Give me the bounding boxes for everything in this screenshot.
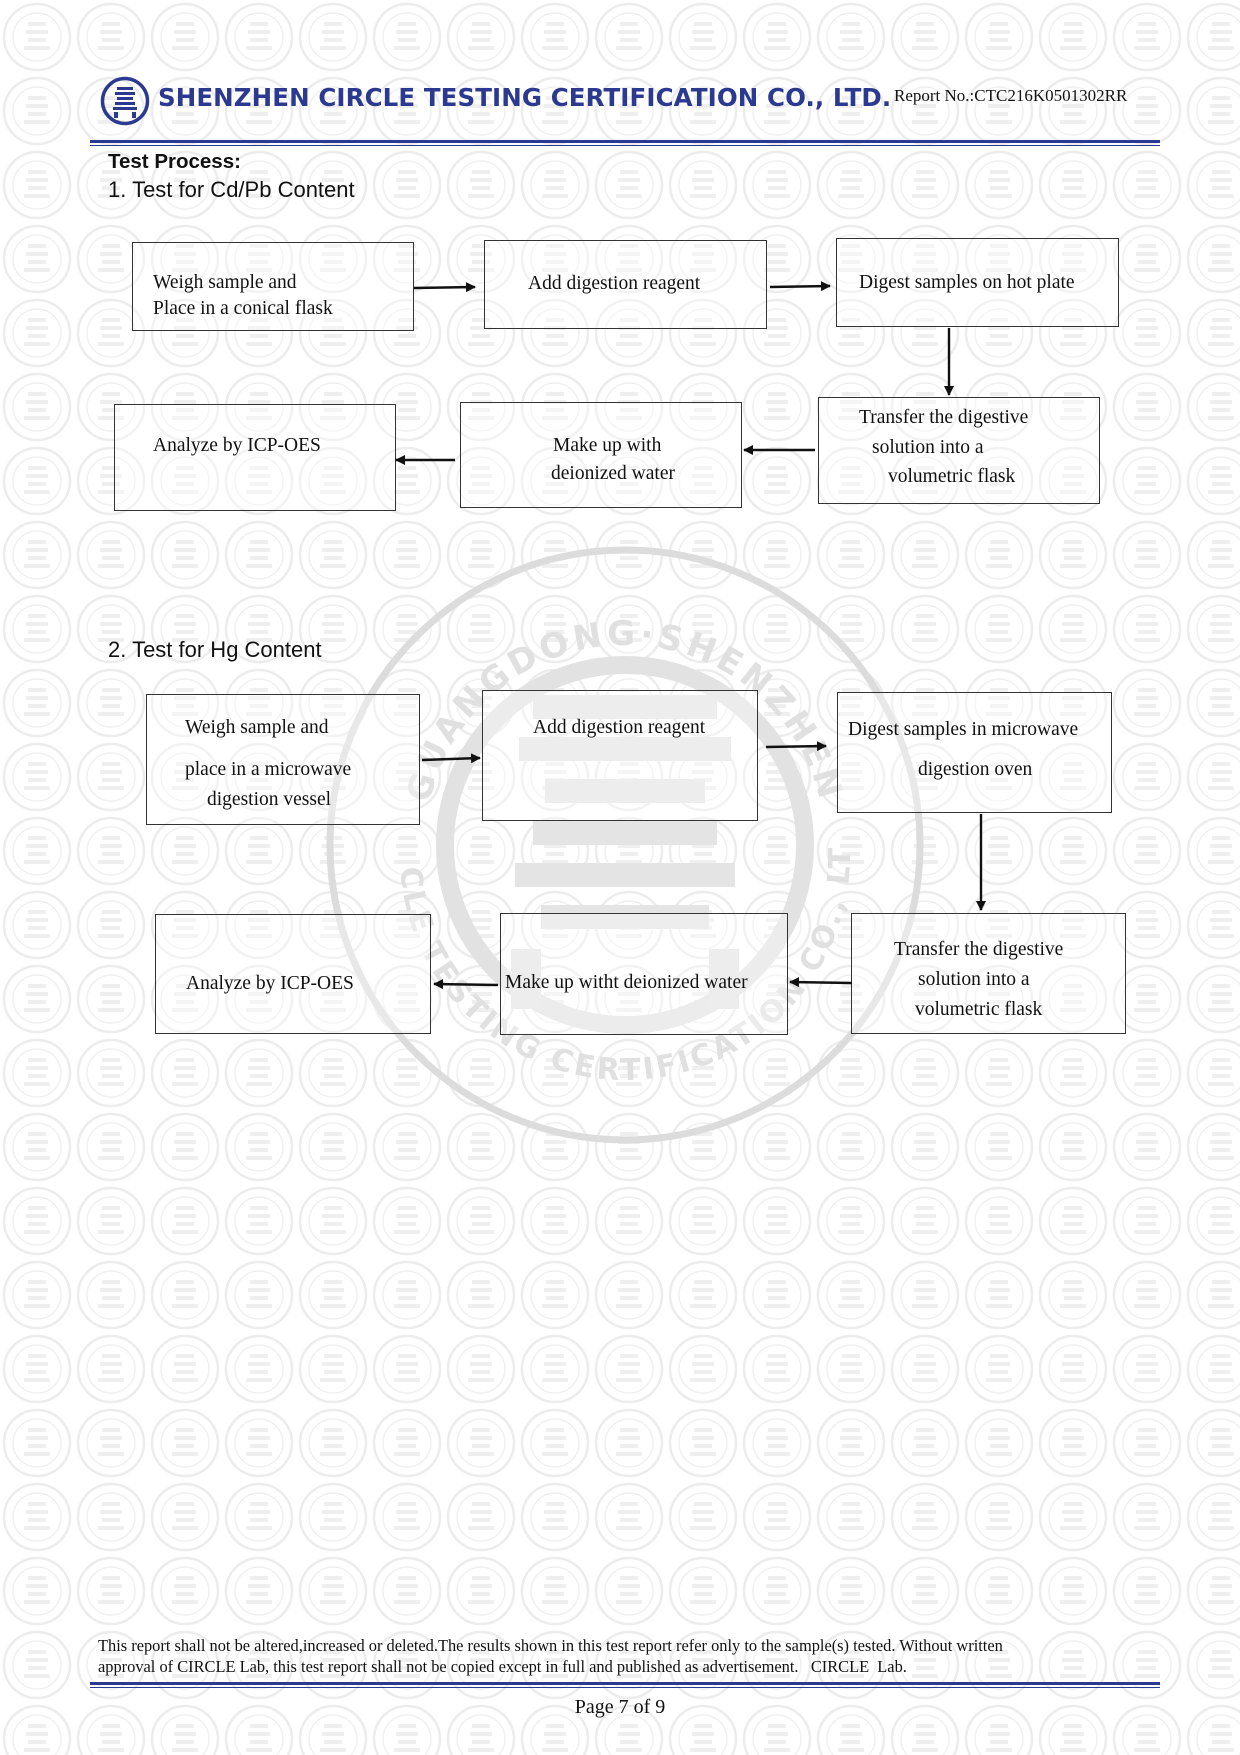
flow2-step-add-reagent: Add digestion reagent — [482, 690, 758, 821]
flow1-step-add-reagent: Add digestion reagent — [484, 240, 767, 329]
footer-rule-thin — [90, 1687, 1160, 1688]
disclaimer-line-2: approval of CIRCLE Lab, this test report… — [98, 1657, 907, 1676]
flow2-step-digest: Digest samples in microwave digestion ov… — [837, 692, 1112, 813]
step-line: solution into a — [872, 437, 984, 458]
subsection-heading-hg: 2. Test for Hg Content — [108, 637, 322, 662]
flow1-step-analyze: Analyze by ICP-OES — [114, 404, 396, 511]
flow2-step-weigh: Weigh sample and place in a microwave di… — [146, 694, 420, 825]
page-number: Page 7 of 9 — [574, 1696, 666, 1718]
step-line: Make up with — [553, 435, 662, 456]
flow1-step-weigh: Weigh sample and Place in a conical flas… — [132, 242, 414, 331]
disclaimer-line-1: This report shall not be altered,increas… — [98, 1636, 1003, 1655]
step-line: Digest samples on hot plate — [859, 272, 1075, 293]
header-rule — [90, 140, 1160, 143]
step-line: Transfer the digestive — [859, 407, 1029, 428]
report-header: SHENZHEN CIRCLE TESTING CERTIFICATION CO… — [0, 0, 1240, 150]
flow2-step-make-up: Make up witht deionized water — [500, 913, 788, 1035]
flow1-step-digest: Digest samples on hot plate — [836, 238, 1119, 327]
company-logo-icon — [100, 76, 150, 126]
step-line: Add digestion reagent — [528, 273, 701, 294]
flow2-step-transfer: Transfer the digestive solution into a v… — [851, 913, 1126, 1034]
flow1-step-transfer: Transfer the digestive solution into a v… — [818, 397, 1100, 504]
step-line: Analyze by ICP-OES — [153, 435, 321, 456]
company-name: SHENZHEN CIRCLE TESTING CERTIFICATION CO… — [158, 83, 892, 112]
footer-disclaimer: This report shall not be altered,increas… — [98, 1635, 1158, 1677]
step-line: digestion vessel — [207, 789, 332, 810]
step-line: digestion oven — [918, 759, 1033, 780]
step-line: Make up witht deionized water — [505, 972, 748, 993]
step-line: Analyze by ICP-OES — [186, 973, 354, 994]
report-number: Report No.:CTC216K0501302RR — [894, 86, 1128, 105]
step-line: volumetric flask — [915, 999, 1043, 1020]
step-line: deionized water — [551, 463, 675, 484]
seal-watermark: GUANGDONG·SHENZHEN CIRCLE TESTING CERTIF… — [305, 525, 924, 1144]
step-line: solution into a — [918, 969, 1030, 990]
section-title: Test Process: — [108, 150, 241, 173]
step-line: Weigh sample and — [185, 717, 329, 738]
step-line: Transfer the digestive — [894, 939, 1064, 960]
subsection-heading-cdpb: 1. Test for Cd/Pb Content — [108, 177, 355, 202]
step-line: Add digestion reagent — [533, 717, 706, 738]
step-line: Weigh sample and — [153, 272, 297, 293]
flow2-step-analyze: Analyze by ICP-OES — [155, 914, 431, 1034]
header-rule-thin — [90, 145, 1160, 146]
step-line: Digest samples in microwave — [848, 719, 1079, 740]
flow1-step-make-up: Make up with deionized water — [460, 402, 742, 508]
footer-rule — [90, 1682, 1160, 1685]
step-line: volumetric flask — [888, 466, 1016, 487]
step-line: place in a microwave — [185, 759, 352, 780]
step-line: Place in a conical flask — [153, 298, 333, 319]
